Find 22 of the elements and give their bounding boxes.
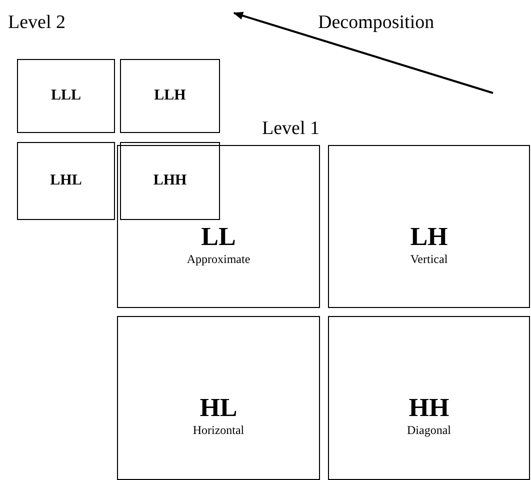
subband-box [17, 142, 115, 220]
subband-name: HH [408, 395, 450, 421]
subband-name: LL [200, 224, 237, 250]
subband-name: HL [198, 395, 238, 421]
subband-box [328, 145, 530, 308]
subband-name: LHH [152, 172, 188, 190]
subband-box [17, 59, 115, 133]
level-label: Level 1 [262, 118, 320, 140]
subband-caption: Diagonal [406, 423, 452, 437]
subband-name: LLL [50, 88, 82, 104]
subband-caption: Horizontal [192, 423, 246, 437]
subband-name: LH [409, 224, 449, 250]
arrow-label: Decomposition [318, 12, 434, 34]
subband-caption: Vertical [409, 252, 449, 266]
subband-box [117, 316, 320, 480]
level-label: Level 2 [8, 12, 66, 34]
subband-box [117, 145, 320, 308]
subband-name: LLH [153, 88, 187, 104]
subband-box [120, 59, 220, 133]
subband-box [328, 316, 530, 480]
subband-caption: Approximate [186, 252, 252, 266]
subband-name: LHL [49, 172, 83, 190]
